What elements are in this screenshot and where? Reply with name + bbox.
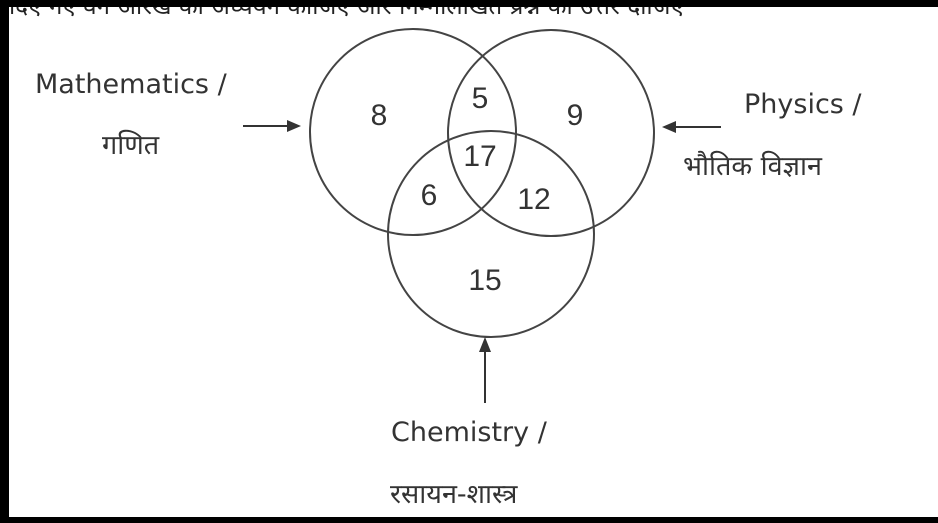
region-physics-only: 9 bbox=[567, 99, 584, 132]
region-math-chemistry: 6 bbox=[421, 179, 438, 212]
chemistry-circle bbox=[387, 130, 595, 338]
mathematics-label-english: Mathematics / bbox=[35, 69, 227, 100]
region-chemistry-only: 15 bbox=[468, 264, 501, 297]
physics-circle bbox=[447, 29, 655, 237]
mathematics-arrow-head bbox=[287, 120, 301, 132]
region-math-only: 8 bbox=[371, 99, 388, 132]
physics-arrow-head bbox=[662, 121, 676, 133]
mathematics-label-hindi: गणित bbox=[102, 130, 160, 161]
mathematics-circle bbox=[309, 28, 517, 236]
chemistry-arrow-head bbox=[479, 337, 491, 352]
cropped-question-text: दिए गए वेन आरेख का अध्ययन कीजिए और निम्न… bbox=[9, 7, 938, 19]
chemistry-label-english: Chemistry / bbox=[391, 417, 547, 448]
region-math-physics: 5 bbox=[472, 82, 489, 115]
physics-label-english: Physics / bbox=[744, 89, 862, 120]
region-physics-chemistry: 12 bbox=[517, 183, 550, 216]
venn-diagram-panel: दिए गए वेन आरेख का अध्ययन कीजिए और निम्न… bbox=[9, 7, 938, 517]
chemistry-label-hindi: रसायन-शास्त्र bbox=[390, 479, 518, 510]
venn-diagram: 8 5 9 17 6 12 15 bbox=[243, 28, 721, 403]
region-all-three: 17 bbox=[463, 140, 496, 173]
physics-label-hindi: भौतिक विज्ञान bbox=[683, 151, 822, 182]
